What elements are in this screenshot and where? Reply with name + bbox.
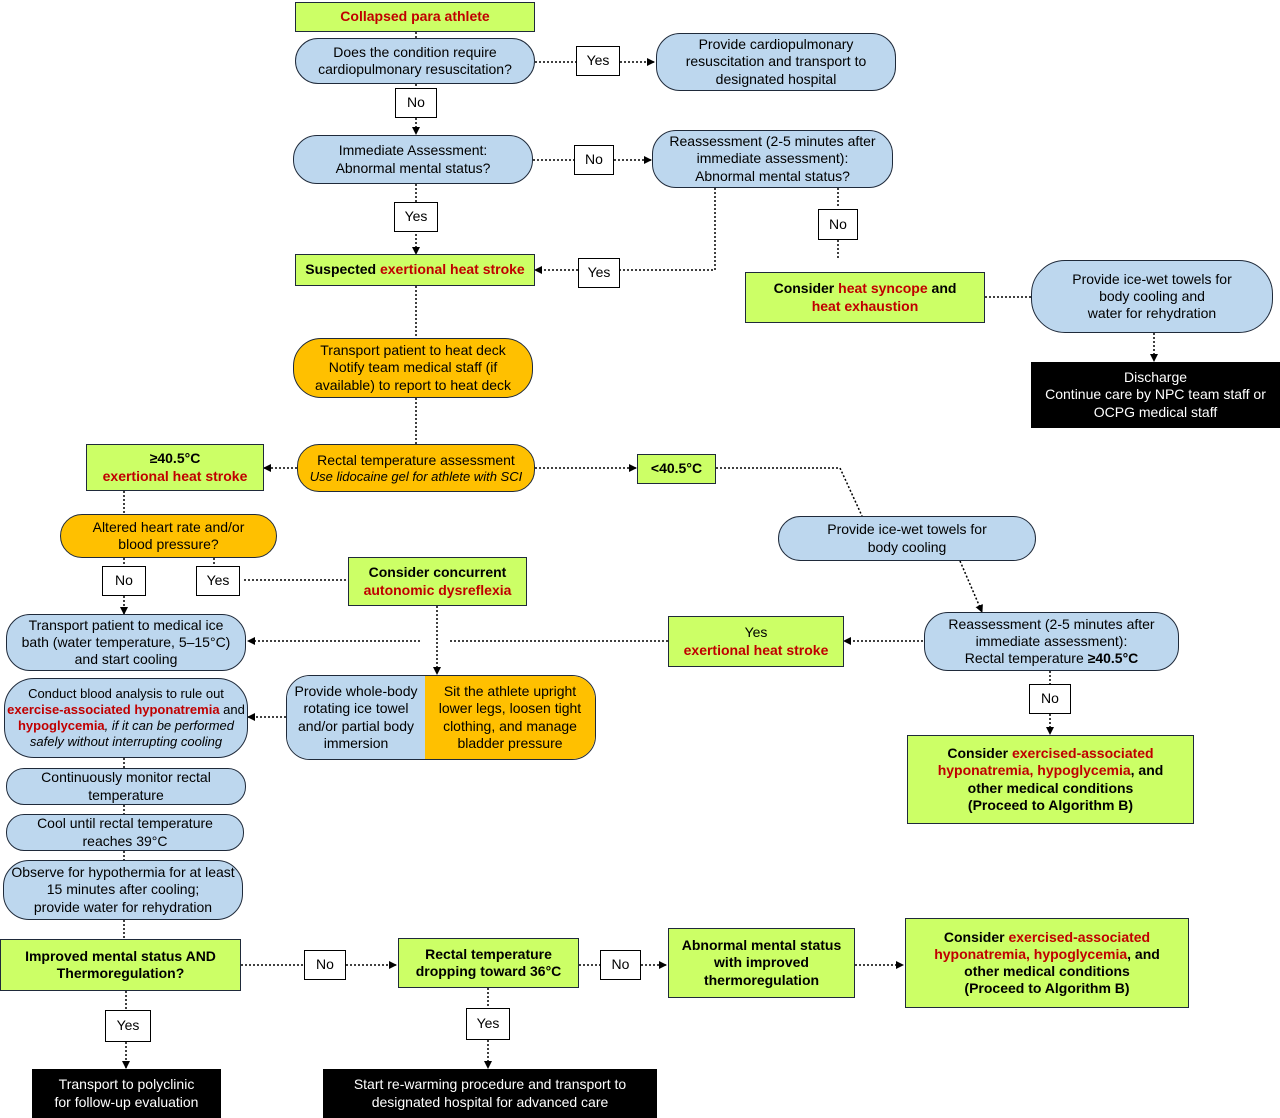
consider-autonomic-dysreflexia: Consider concurrent autonomic dysreflexi… bbox=[348, 557, 527, 606]
rectal-temp-assessment: Rectal temperature assessment Use lidoca… bbox=[297, 444, 535, 492]
provide-cpr: Provide cardiopulmonary resuscitation an… bbox=[656, 33, 896, 91]
sit-athlete-upright: Sit the athlete upright lower legs, loos… bbox=[425, 676, 595, 759]
reassessment-mental: Reassessment (2-5 minutes after immediat… bbox=[652, 130, 893, 188]
rectal-temp-dropping: Rectal temperature dropping toward 36°C bbox=[398, 938, 579, 988]
label-yes-improved: Yes bbox=[105, 1010, 151, 1042]
transport-polyclinic: Transport to polyclinic for follow-up ev… bbox=[32, 1069, 221, 1118]
suspected-ehs: Suspected exertional heat stroke bbox=[295, 254, 535, 286]
label-no-cpr: No bbox=[395, 88, 437, 118]
label-no-altered: No bbox=[102, 566, 146, 596]
observe-hypothermia: Observe for hypothermia for at least 15 … bbox=[3, 860, 243, 920]
rewarming-procedure: Start re-warming procedure and transport… bbox=[323, 1069, 657, 1118]
consider-eah-1: Consider exercised-associated hyponatrem… bbox=[907, 735, 1194, 824]
ge-40-5-ehs: ≥40.5°C exertional heat stroke bbox=[86, 444, 264, 491]
blood-analysis: Conduct blood analysis to rule out exerc… bbox=[4, 678, 248, 758]
collapsed-para-athlete: Collapsed para athlete bbox=[295, 2, 535, 32]
abnormal-mental-improved-thermo: Abnormal mental status with improved the… bbox=[668, 928, 855, 998]
reassessment-rectal: Reassessment (2-5 minutes after immediat… bbox=[924, 612, 1179, 671]
cpr-question: Does the condition require cardiopulmona… bbox=[295, 38, 535, 84]
transport-heat-deck: Transport patient to heat deck Notify te… bbox=[293, 338, 533, 398]
monitor-rectal-temp: Continuously monitor rectal temperature bbox=[6, 768, 246, 805]
yes-ehs: Yes exertional heat stroke bbox=[668, 616, 844, 667]
label-yes-dropping: Yes bbox=[466, 1008, 510, 1040]
label-no-reassess2: No bbox=[1029, 684, 1071, 714]
cooling-split-box: Provide whole-body rotating ice towel an… bbox=[286, 675, 596, 760]
improved-mental-status: Improved mental status AND Thermoregulat… bbox=[0, 939, 241, 991]
immediate-assessment: Immediate Assessment: Abnormal mental st… bbox=[293, 135, 533, 184]
altered-heart-rate: Altered heart rate and/or blood pressure… bbox=[60, 514, 277, 558]
cool-until-39: Cool until rectal temperature reaches 39… bbox=[6, 814, 244, 851]
label-no-dropping: No bbox=[600, 950, 641, 980]
ice-bath: Transport patient to medical ice bath (w… bbox=[6, 614, 246, 671]
discharge: Discharge Continue care by NPC team staf… bbox=[1031, 362, 1280, 428]
whole-body-ice-towel: Provide whole-body rotating ice towel an… bbox=[287, 676, 425, 759]
label-no-reassess: No bbox=[818, 209, 858, 240]
label-yes-reassess: Yes bbox=[578, 258, 620, 288]
ice-towels-body-cooling: Provide ice-wet towels for body cooling bbox=[778, 516, 1036, 561]
label-yes-altered: Yes bbox=[196, 566, 240, 596]
label-yes-cpr: Yes bbox=[576, 46, 620, 76]
label-yes-immediate: Yes bbox=[394, 202, 438, 232]
ice-towels-rehydration: Provide ice-wet towels for body cooling … bbox=[1031, 260, 1273, 333]
label-no-immediate: No bbox=[574, 145, 614, 175]
label-no-improved: No bbox=[304, 950, 346, 980]
consider-heat-syncope: Consider heat syncope and heat exhaustio… bbox=[745, 272, 985, 323]
consider-eah-2: Consider exercised-associated hyponatrem… bbox=[905, 918, 1189, 1008]
lt-40-5: <40.5°C bbox=[637, 454, 716, 484]
